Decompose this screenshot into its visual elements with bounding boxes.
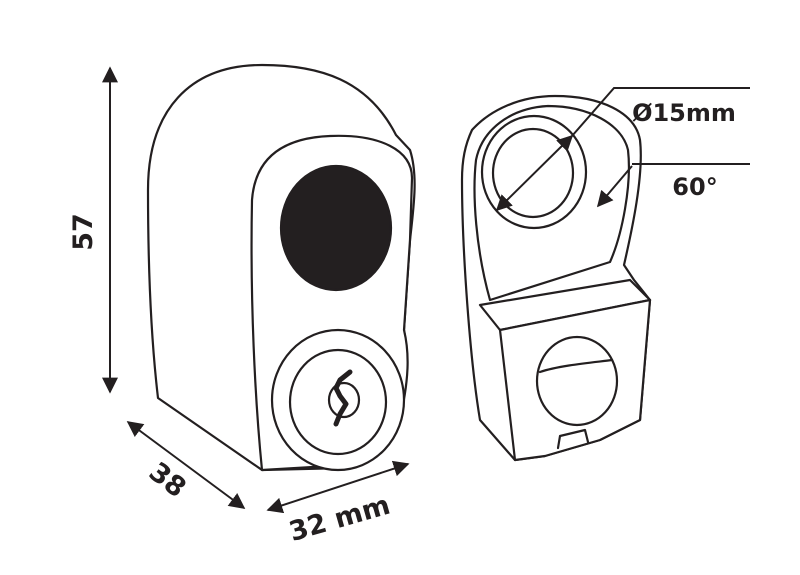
angle-leader-arrow [596,165,633,208]
lower-bore-inner [538,358,614,374]
height-label: 57 [68,213,99,251]
bracket-notch [556,428,590,450]
key-slot-icon [333,369,353,427]
width-dimension-line [266,460,410,514]
lower-bore [535,335,619,427]
dimension-lines [102,66,750,514]
angle-label: 60° [672,173,717,201]
diameter-dimension-line [495,134,574,212]
lock-body-view [146,63,416,472]
tube-hole-inner [491,127,575,219]
diameter-label: Ø15mm [632,99,736,127]
depth-dimension-line [126,421,246,509]
diameter-leader [571,87,750,137]
dark-cap [279,164,393,292]
